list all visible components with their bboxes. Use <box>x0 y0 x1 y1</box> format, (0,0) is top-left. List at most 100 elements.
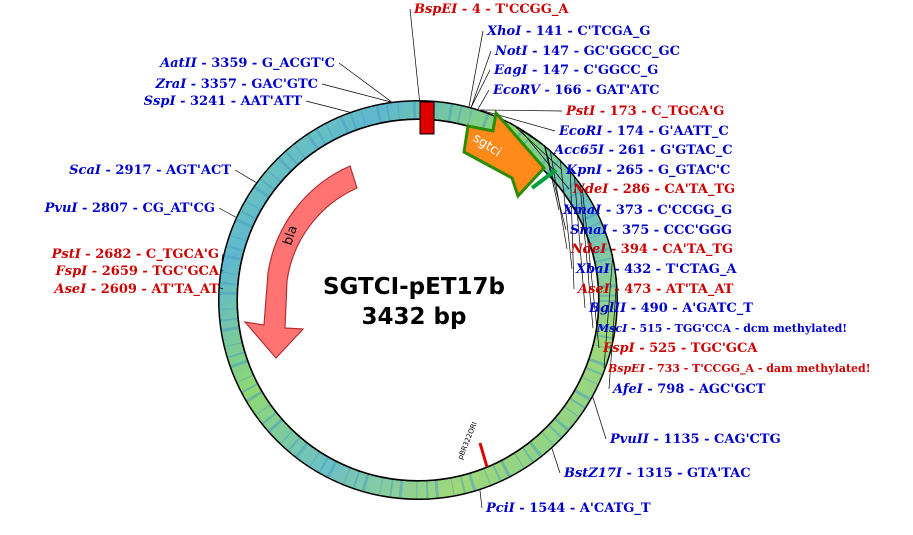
leader-line <box>549 149 568 250</box>
leader-line <box>551 448 561 474</box>
site-label: BspEI - 4 - T'CCGG_A <box>413 2 569 17</box>
site-details: - 2609 - AT'TA_AT <box>86 282 219 297</box>
leader-line <box>234 169 257 183</box>
site-details: - 286 - CA'TA_TG <box>608 182 735 197</box>
site-details: - 174 - G'AATT_C <box>602 124 728 139</box>
site-label: ScaI - 2917 - AGT'ACT <box>69 163 231 178</box>
leader-line <box>305 100 350 113</box>
enzyme-name: PvuII <box>609 432 650 447</box>
site-label: XbaI - 432 - T'CTAG_A <box>575 262 737 277</box>
leader-line <box>220 268 224 272</box>
leader-line <box>338 62 392 103</box>
leader-line <box>321 83 391 103</box>
site-label: SspI - 3241 - AAT'ATT <box>144 94 303 109</box>
site-details: - 432 - T'CTAG_A <box>610 262 738 277</box>
site-label: AseI - 2609 - AT'TA_AT <box>53 282 220 297</box>
site-label: NdeI - 394 - CA'TA_TG <box>570 242 733 257</box>
site-details: - 173 - C_TGCA'G <box>595 104 724 119</box>
site-labels-right: BspEI - 4 - T'CCGG_A XhoI - 141 - C'TCGA_… <box>413 2 871 516</box>
site-label: PciI - 1544 - A'CATG_T <box>485 501 651 516</box>
site-details: - 375 - CCC'GGG <box>608 223 732 238</box>
site-details: - 733 - T'CCGG_A - dam methylated! <box>645 362 871 376</box>
ori-marker <box>478 442 489 468</box>
enzyme-name: PvuI <box>44 201 79 216</box>
site-label: KpnI - 265 - G_GTAC'C <box>565 163 730 178</box>
site-details: - 525 - TGC'GCA <box>635 341 759 356</box>
enzyme-name: PstI <box>51 247 82 262</box>
sgtci-arrow: sgtci <box>462 109 547 199</box>
enzyme-name: FspI <box>55 264 89 279</box>
site-label: NdeI - 286 - CA'TA_TG <box>572 182 735 197</box>
enzyme-name: BstZ17I <box>563 466 623 481</box>
enzyme-name: XmaI <box>562 203 602 218</box>
enzyme-name: BspEI <box>607 362 646 375</box>
enzyme-name: BspEI <box>413 2 458 17</box>
site-label: XmaI - 373 - C'CCGG_G <box>562 203 732 218</box>
enzyme-name: PciI <box>485 501 516 516</box>
site-details: - 265 - G_GTAC'C <box>602 163 730 178</box>
enzyme-name: NdeI <box>570 242 607 257</box>
enzyme-name: MscI <box>596 322 628 335</box>
site-details: - 4 - T'CCGG_A <box>457 2 569 17</box>
site-label: Acc65I - 261 - G'GTAC_C <box>552 143 733 158</box>
site-label: NotI - 147 - GC'GGCC_GC <box>494 44 680 59</box>
enzyme-name: NotI <box>494 44 529 59</box>
leader-line <box>603 254 614 369</box>
enzyme-name: EcoRV <box>492 83 542 98</box>
site-label: BglII - 490 - A'GATC_T <box>588 301 753 316</box>
leader-line <box>479 490 483 509</box>
enzyme-name: AseI <box>53 282 88 297</box>
site-details: - 3241 - AAT'ATT <box>176 94 303 109</box>
enzyme-name: XhoI <box>486 24 522 39</box>
site-label: BspEI - 733 - T'CCGG_A - dam methylated! <box>607 362 871 376</box>
enzyme-name: EcoRI <box>558 124 603 139</box>
top-red-box <box>419 101 435 135</box>
site-label: SmaI - 375 - CCC'GGG <box>570 223 732 238</box>
site-details: - 798 - AGC'GCT <box>643 382 766 397</box>
enzyme-name: SspI <box>144 94 177 109</box>
enzyme-name: EagI <box>493 63 528 78</box>
enzyme-name: XbaI <box>575 262 611 277</box>
leader-line <box>480 109 556 132</box>
site-label: AseI - 473 - AT'TA_AT <box>576 282 734 297</box>
leader-line <box>468 30 484 107</box>
site-details: - 1544 - A'CATG_T <box>515 501 651 516</box>
site-details: - 394 - CA'TA_TG <box>606 242 733 257</box>
enzyme-name: NdeI <box>572 182 609 197</box>
enzyme-name: AfeI <box>611 382 644 397</box>
leader-line <box>480 109 563 112</box>
enzyme-name: FspI <box>602 341 636 356</box>
site-details: - 2659 - TGC'GCA <box>87 264 220 279</box>
leader-line <box>409 8 420 101</box>
site-label: FspI - 2659 - TGC'GCA <box>55 264 220 279</box>
leader-line <box>569 170 575 290</box>
site-details: - 1135 - CAG'CTG <box>649 432 781 447</box>
site-label: PvuII - 1135 - CAG'CTG <box>609 432 781 447</box>
leader-line <box>559 159 573 270</box>
site-details: - 490 - A'GATC_T <box>626 301 753 316</box>
enzyme-name: KpnI <box>565 163 603 178</box>
site-details: - 2917 - AGT'ACT <box>101 163 231 178</box>
enzyme-name: Acc65I <box>552 143 605 158</box>
leader-line <box>592 397 607 440</box>
backbone-ring <box>218 100 618 500</box>
site-label: PstI - 173 - C_TGCA'G <box>565 104 724 119</box>
leader-line <box>509 122 551 151</box>
site-label: BstZ17I - 1315 - GTA'TAC <box>563 466 751 481</box>
leader-line <box>608 278 618 390</box>
site-details: - 1315 - GTA'TAC <box>622 466 751 481</box>
site-details: - 515 - TGG'CCA - dcm methylated! <box>627 322 847 335</box>
enzyme-name: BglII <box>588 301 627 316</box>
leader-lines <box>218 8 618 509</box>
site-label: PvuI - 2807 - CG_AT'CG <box>44 201 215 216</box>
bla-arrow: bla <box>243 165 358 359</box>
site-label: XhoI - 141 - C'TCGA_G <box>486 24 650 39</box>
leader-line <box>511 122 563 171</box>
site-label: AatII - 3359 - G_ACGT'C <box>158 56 335 71</box>
site-details: - 373 - C'CCGG_G <box>601 203 732 218</box>
site-details: - 473 - AT'TA_AT <box>610 282 734 297</box>
enzyme-name: AatII <box>158 56 198 71</box>
enzyme-name: SmaI <box>570 223 609 238</box>
